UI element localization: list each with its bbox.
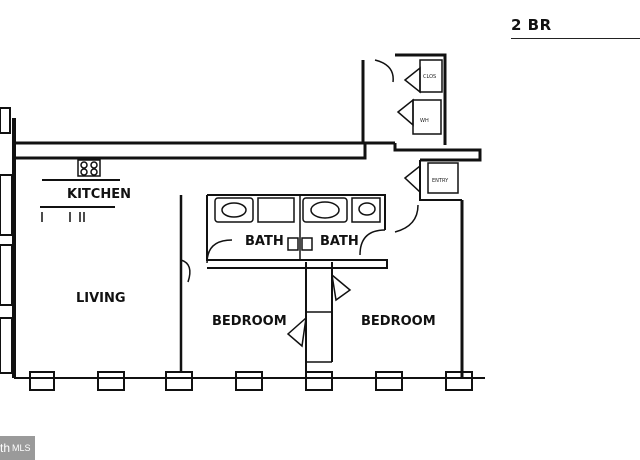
room-label-kitchen: KITCHEN: [67, 187, 131, 202]
bath-top-wall: [207, 194, 386, 230]
window-3: [165, 371, 193, 391]
closet-door-upper: [403, 66, 421, 94]
window-1: [29, 371, 55, 391]
closet-door-2: [286, 316, 308, 348]
bath-left-door: [206, 239, 233, 264]
door-swings: [180, 59, 421, 348]
fixture-left: [287, 237, 299, 251]
counter-right: [351, 197, 381, 223]
title-underline: [511, 38, 640, 39]
burner-1: [80, 161, 88, 169]
counter-base: [41, 212, 85, 222]
closet-lower: [427, 162, 459, 194]
window-5: [305, 371, 333, 391]
closet-block-right-wall: [395, 53, 447, 145]
room-label-bath-left: BATH: [245, 234, 284, 249]
fixture-right: [301, 237, 313, 251]
bath-fixtures: [214, 197, 381, 251]
room-label-bedroom-right: BEDROOM: [361, 314, 436, 329]
burner-2: [90, 161, 98, 169]
windows: [0, 107, 473, 391]
room-label-bath-right: BATH: [320, 234, 359, 249]
entry-door: [374, 59, 394, 83]
unit-type-title: 2 BR: [511, 16, 552, 34]
closet-units: [412, 59, 459, 194]
sink-left: [221, 202, 247, 218]
room-label-living: LIVING: [76, 291, 126, 306]
stove: [77, 159, 101, 177]
burner-4: [90, 168, 98, 176]
bath-bottom-wall: [206, 195, 388, 269]
tub-right: [302, 197, 348, 223]
kitchen-fixtures: [40, 159, 120, 222]
watermark-mls-text: MLS: [12, 443, 31, 453]
tub-left: [214, 197, 254, 223]
top-wall: [14, 141, 367, 160]
watermark-left-text: th: [0, 441, 11, 455]
bedroom-door: [394, 204, 419, 233]
toilet-right: [358, 202, 376, 216]
window-4: [235, 371, 263, 391]
living-door: [180, 259, 191, 283]
window-7: [445, 371, 473, 391]
window-2: [97, 371, 125, 391]
mls-watermark: th MLS: [0, 436, 35, 460]
window-left-top: [0, 107, 11, 134]
window-left-2: [0, 244, 13, 306]
closet-door-lower: [403, 164, 421, 194]
upper-right-walls: [365, 141, 482, 162]
closet-lower-label: ENTRY: [432, 178, 449, 184]
closet-walls: [305, 262, 333, 372]
closet-upper-label: CLOS: [423, 74, 436, 80]
room-label-bedroom-left: BEDROOM: [212, 314, 287, 329]
window-left-1: [0, 174, 13, 236]
closet-door-wh: [396, 98, 414, 127]
closet-dividers: [306, 311, 332, 363]
exterior-walls: [12, 53, 485, 379]
window-6: [375, 371, 403, 391]
closet-wh-label: WH: [420, 118, 429, 124]
closet-door-1: [330, 273, 352, 302]
closet-upper: [419, 59, 443, 93]
closet-wh: [412, 99, 442, 135]
counter-left: [257, 197, 295, 223]
sink-right: [310, 201, 340, 219]
burner-3: [80, 168, 88, 176]
window-left-3: [0, 317, 13, 374]
bath-right-door: [359, 229, 386, 256]
